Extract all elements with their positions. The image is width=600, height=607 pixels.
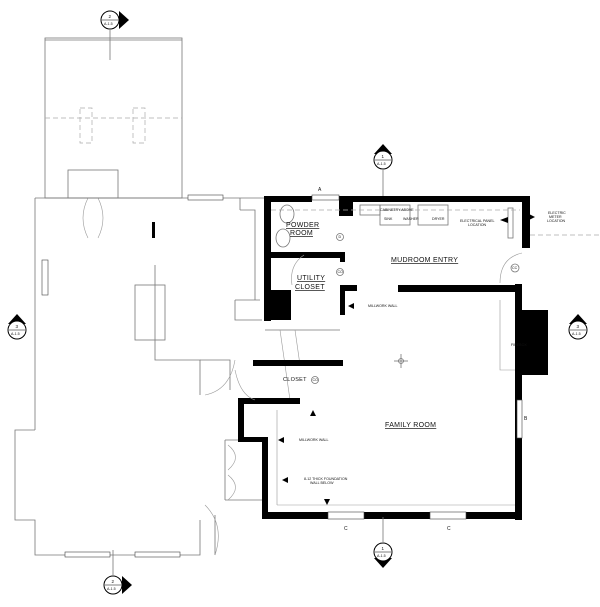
svg-text:A-1.5: A-1.5	[107, 587, 116, 591]
washer-note: WASHER	[403, 217, 419, 221]
panel-note: ELECTRICAL PANEL	[460, 219, 495, 223]
tag-cc: CC	[512, 266, 518, 270]
tag-a: A	[318, 187, 322, 193]
svg-text:A-1.5: A-1.5	[11, 332, 20, 336]
millwork-note-2: MILLWORK WALL	[299, 438, 329, 442]
svg-text:3: 3	[16, 324, 19, 329]
panel-note-2: LOCATION	[468, 223, 487, 227]
section-marker[interactable]: 2A-1.5	[100, 10, 129, 60]
sink-note: SINK	[384, 217, 393, 221]
tag-c-2: C	[447, 526, 451, 532]
svg-text:A-1.5: A-1.5	[377, 162, 386, 166]
tag-b: B	[524, 416, 528, 422]
existing-house	[14, 37, 340, 558]
svg-text:A-1.5: A-1.5	[377, 554, 386, 558]
utility-closet-label: UTILITY	[297, 275, 325, 282]
powder-room-label-2: ROOM	[290, 230, 313, 237]
utility-closet-label-2: CLOSET	[295, 284, 325, 291]
meter-note: ELECTRIC	[548, 211, 566, 215]
section-marker[interactable]: 3A-1.5	[7, 314, 27, 340]
tag-d: D	[339, 235, 342, 239]
mudroom-entry-label: MUDROOM ENTRY	[391, 257, 458, 264]
svg-text:3: 3	[577, 324, 580, 329]
svg-text:1: 1	[382, 546, 385, 551]
firebox-note: FIREBOX	[511, 343, 527, 347]
ceiling-light-icon	[394, 354, 408, 368]
foundation-note-2: WALL BELOW	[310, 481, 334, 485]
dryer-note: DRYER	[432, 217, 445, 221]
family-room-label: FAMILY ROOM	[385, 422, 436, 429]
tag-co-1: CO	[338, 270, 344, 274]
svg-text:A-1.5: A-1.5	[104, 22, 113, 26]
svg-text:2: 2	[109, 14, 112, 19]
section-marker[interactable]: 3A-1.5	[568, 314, 588, 340]
meter-note-3: LOCATION	[547, 219, 566, 223]
svg-text:1: 1	[382, 154, 385, 159]
closet-label: CLOSET	[283, 377, 307, 383]
tag-co-2: CO	[313, 378, 319, 382]
foundation-note: 8-12 THICK FOUNDATION	[304, 477, 348, 481]
powder-room-label: POWDER	[286, 222, 319, 229]
section-marker[interactable]: 1A-1.5	[373, 517, 393, 568]
section-marker[interactable]: 1A-1.5	[373, 144, 393, 196]
meter-note-2: METER	[549, 215, 562, 219]
svg-text:A-1.5: A-1.5	[572, 332, 581, 336]
svg-text:2: 2	[112, 579, 115, 584]
millwork-note-1: MILLWORK WALL	[368, 304, 398, 308]
section-marker[interactable]: 2A-1.5	[103, 550, 132, 595]
new-walls	[238, 194, 548, 520]
cabinetry-note: CABINETRY ABOVE	[380, 208, 414, 212]
tag-c-1: C	[344, 526, 348, 532]
